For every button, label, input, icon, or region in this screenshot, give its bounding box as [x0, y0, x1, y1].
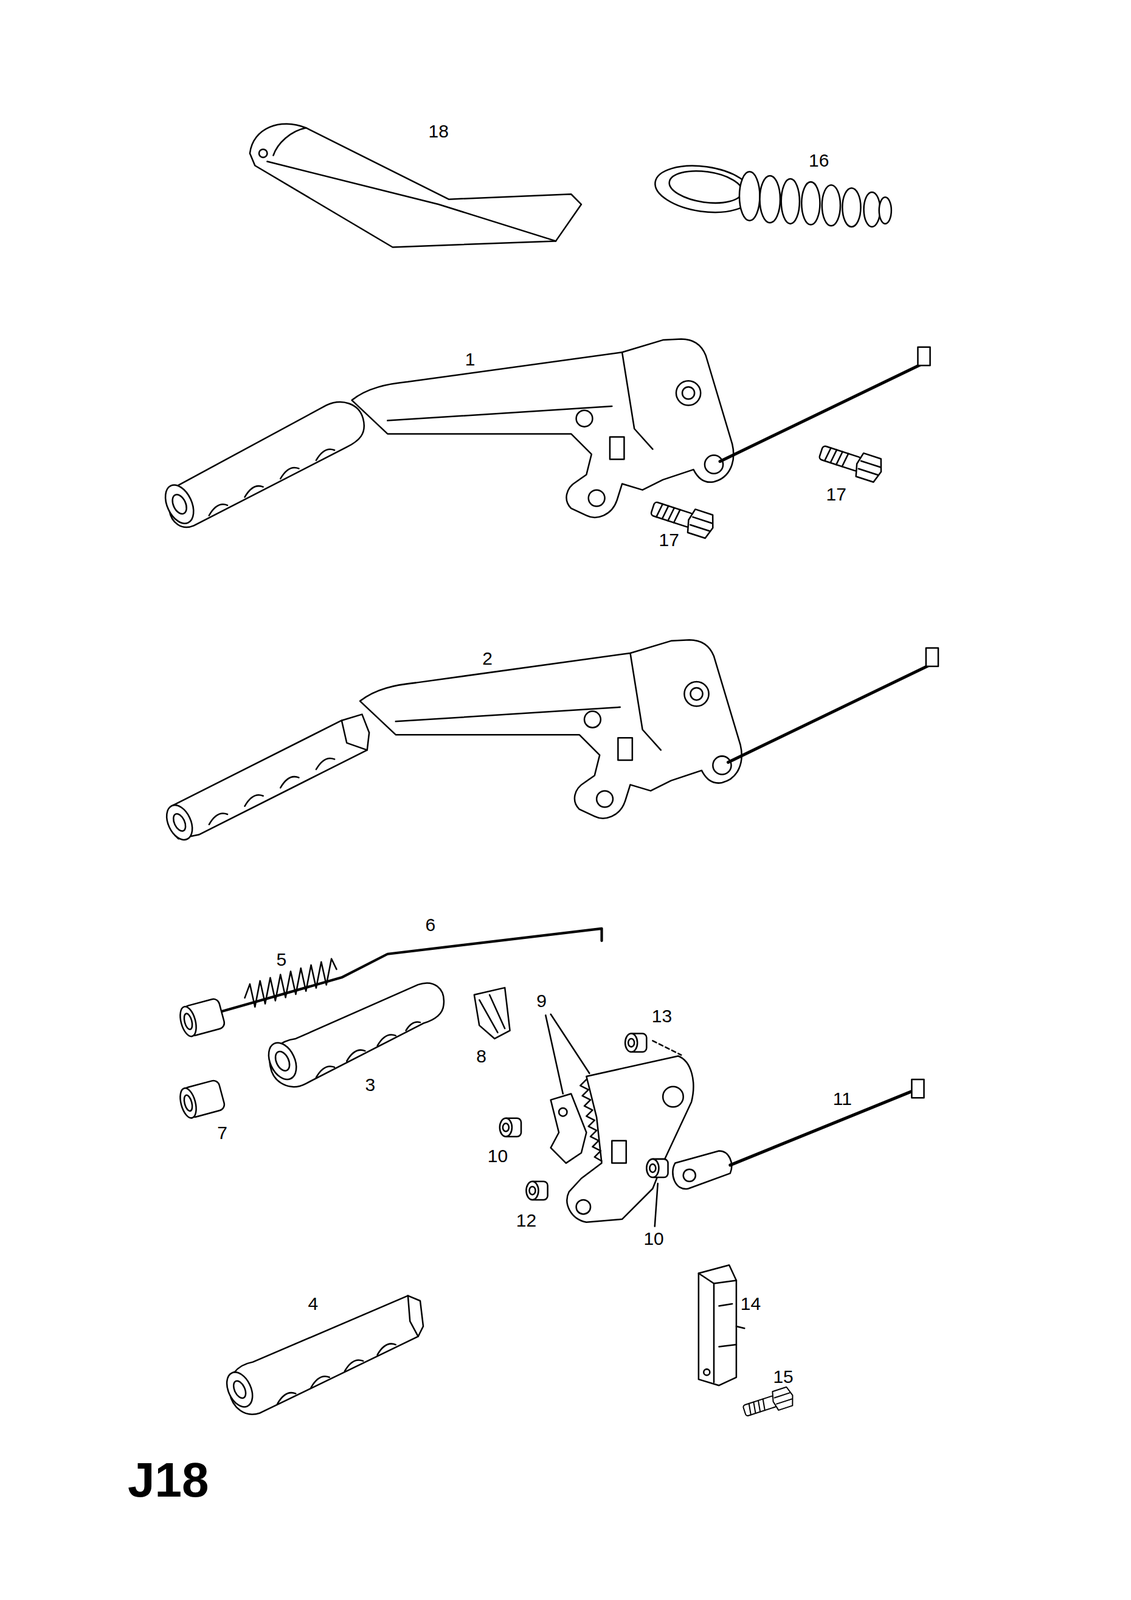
figure-code: J18: [126, 1453, 210, 1507]
callout-number: 3: [363, 1073, 377, 1094]
callout-number: 10: [486, 1145, 509, 1166]
callout-number: 18: [427, 120, 450, 141]
pull-rod: [672, 1079, 924, 1189]
rubber-boot: [651, 159, 891, 227]
brake-switch: [698, 1264, 745, 1386]
callout-number: 14: [739, 1293, 762, 1314]
callout-number: 2: [480, 647, 494, 668]
callout-number: 7: [215, 1121, 229, 1142]
callout-number: 12: [515, 1209, 538, 1230]
callout-number: 9: [535, 990, 548, 1011]
callout-number: 17: [657, 529, 681, 550]
callout-number: 6: [423, 913, 437, 934]
callout-number: 13: [650, 1005, 674, 1026]
callout-number: 4: [307, 1293, 320, 1314]
handle-grip: [221, 1295, 424, 1415]
ratchet-sector: [545, 1014, 694, 1223]
callout-number: 10: [642, 1228, 665, 1249]
push-button: [177, 1079, 226, 1120]
bush: [499, 1118, 522, 1137]
bolt: [741, 1385, 796, 1420]
callout-number: 5: [275, 948, 289, 969]
callout-number: 8: [474, 1045, 488, 1066]
bush: [525, 1181, 548, 1200]
bush: [625, 1033, 682, 1055]
handbrake-lever: [161, 639, 939, 844]
callout-number: 16: [807, 150, 831, 171]
bush: [646, 1158, 668, 1227]
handbrake-lever: [159, 338, 931, 540]
clip: [474, 987, 511, 1039]
callout-number: 1: [463, 349, 477, 370]
callout-number: 11: [831, 1088, 854, 1109]
callout-number: 15: [771, 1365, 795, 1386]
callout-number: 17: [825, 483, 848, 504]
lever-cover: [249, 124, 582, 248]
handle-grip: [263, 983, 444, 1087]
